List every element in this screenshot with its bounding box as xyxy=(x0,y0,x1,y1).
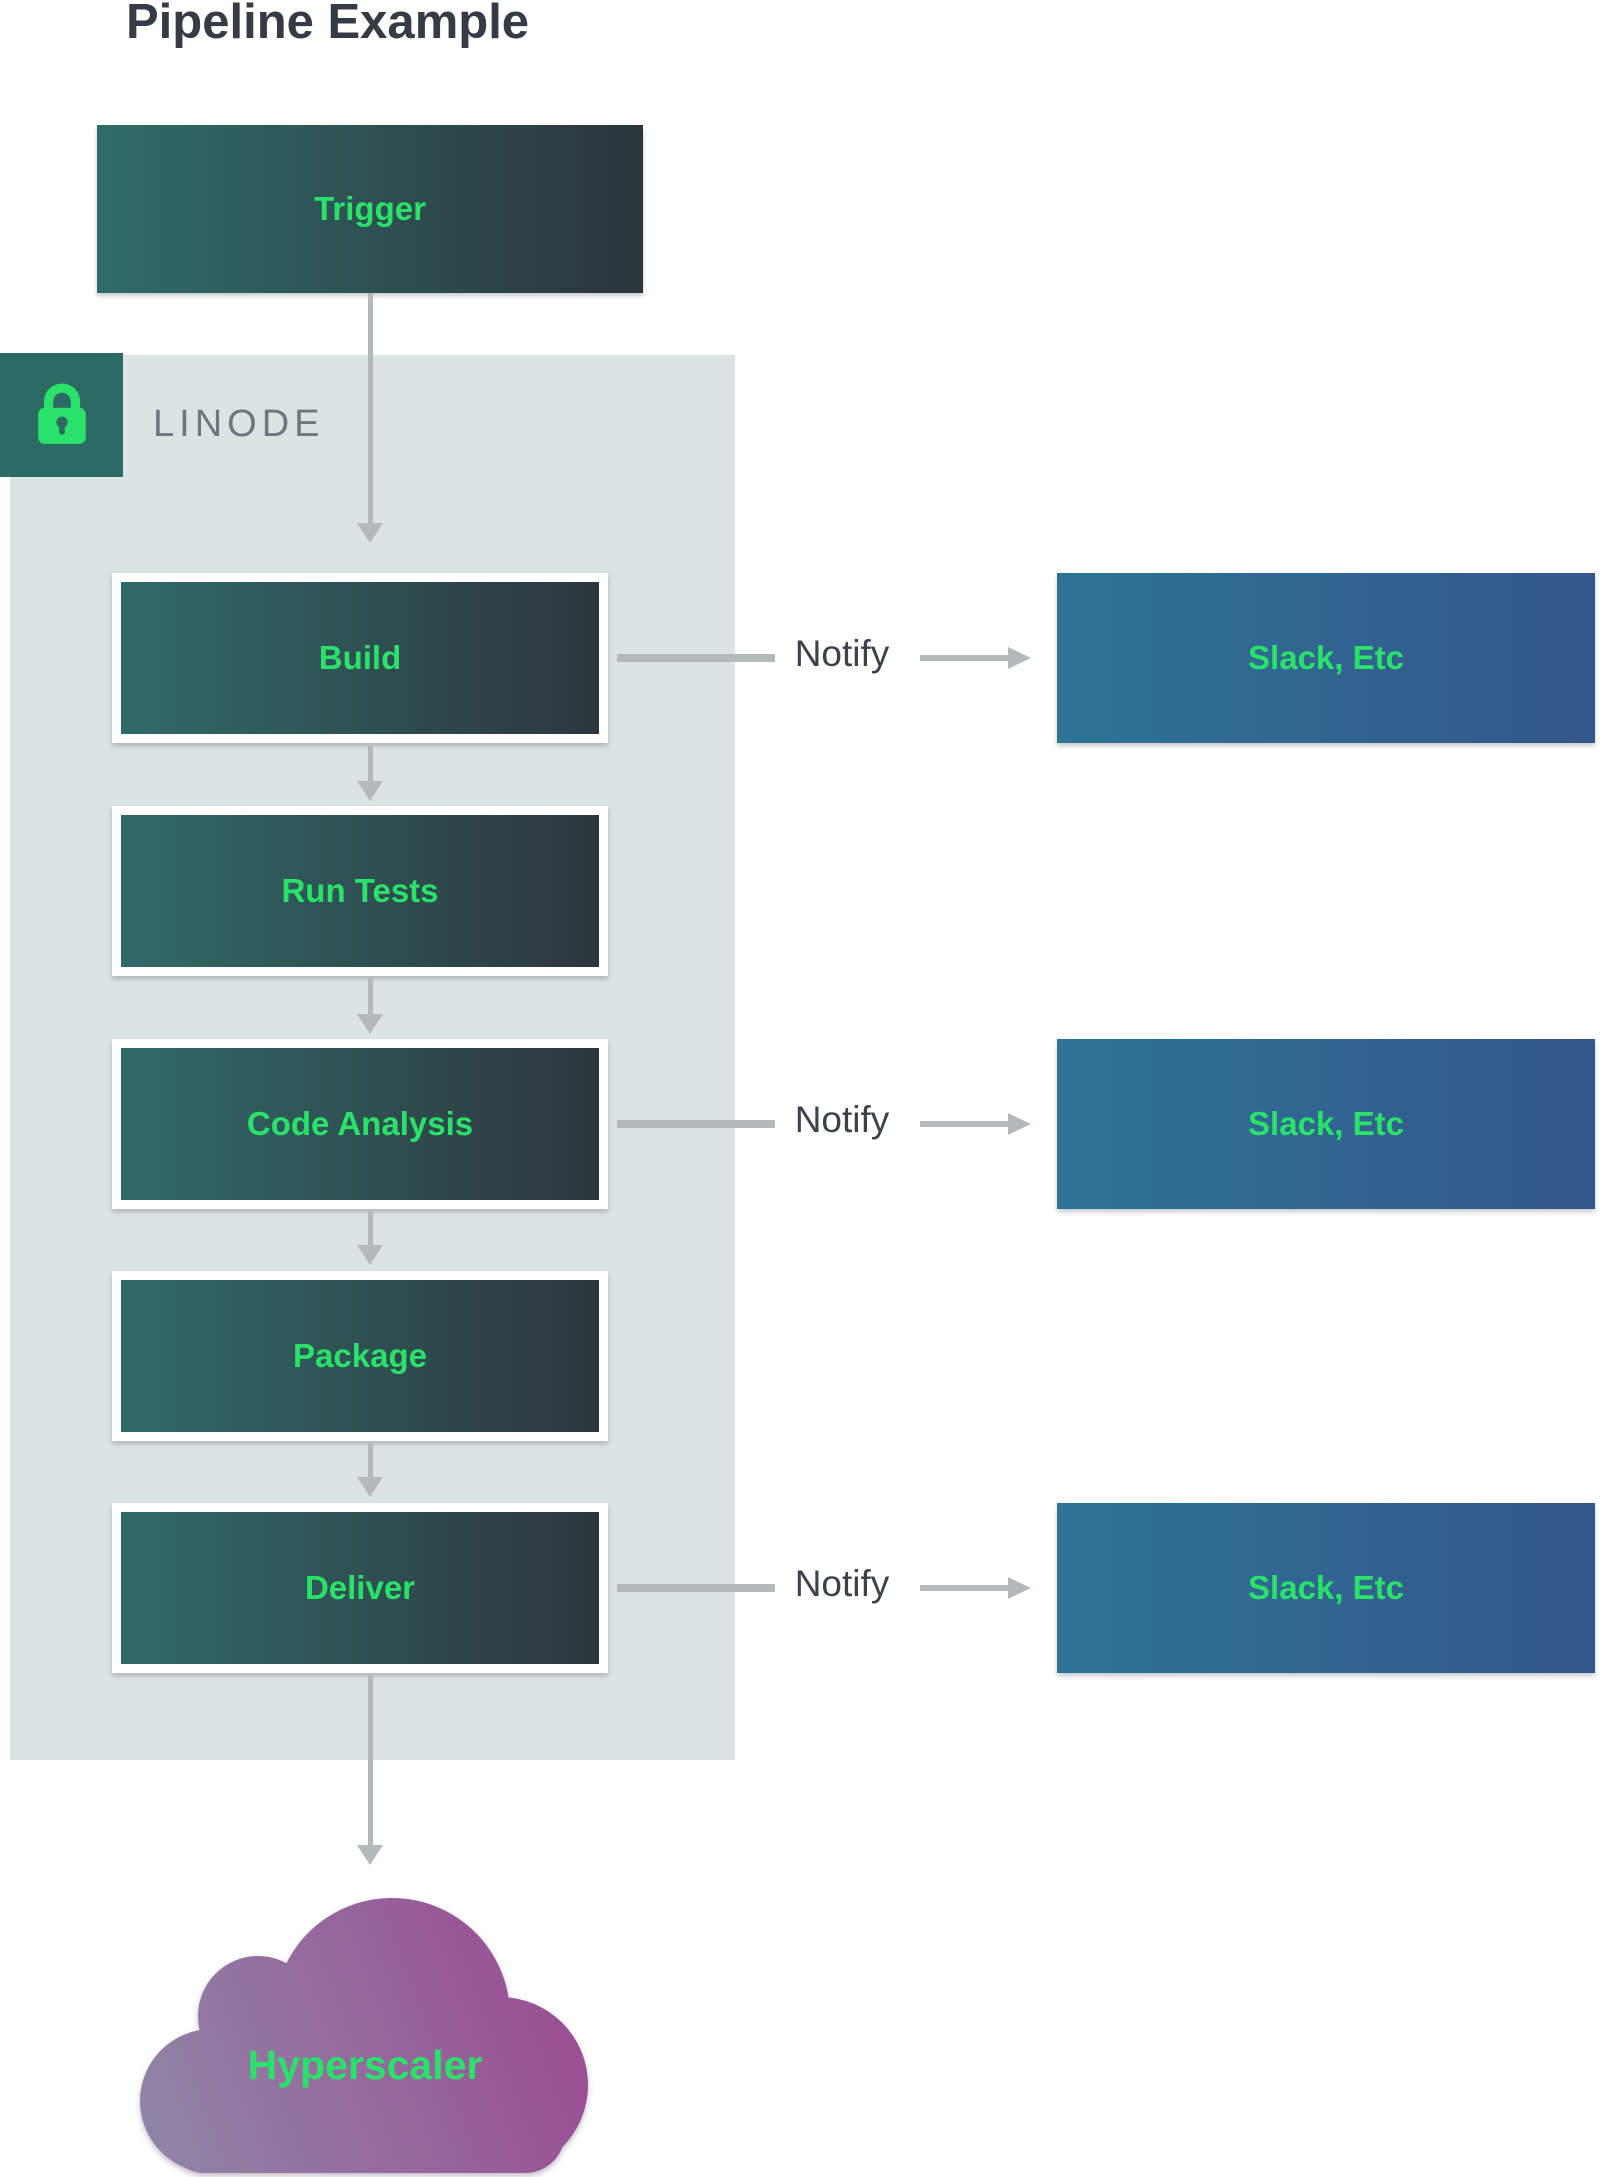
notify-target-label: Slack, Etc xyxy=(1248,1105,1404,1142)
trigger-label: Trigger xyxy=(314,190,426,227)
step-node-run-tests: Run Tests xyxy=(112,806,608,976)
notify-target-node: Slack, Etc xyxy=(1057,1503,1595,1673)
cloud-label: Hyperscaler xyxy=(247,2042,483,2088)
arrow-deliver-to-cloud-head xyxy=(357,1845,383,1865)
step-node-code-analysis: Code Analysis xyxy=(112,1039,608,1209)
notify-arrow-head xyxy=(1008,1113,1031,1135)
arrow-trigger-to-build-line xyxy=(368,293,373,525)
linode-container-label: LINODE xyxy=(153,403,325,445)
lock-icon xyxy=(37,383,86,444)
notify-connector-line xyxy=(617,1120,775,1128)
notify-label: Notify xyxy=(794,1563,890,1604)
step-node-package: Package xyxy=(112,1271,608,1441)
notify-target-node: Slack, Etc xyxy=(1057,1039,1595,1209)
arrow-trigger-to-build-head xyxy=(357,523,383,543)
trigger-node: Trigger xyxy=(97,125,643,293)
notify-arrow-head xyxy=(1008,1577,1031,1599)
notify-target-label: Slack, Etc xyxy=(1248,639,1404,676)
notify-target-node: Slack, Etc xyxy=(1057,573,1595,743)
notify-label: Notify xyxy=(794,633,890,674)
notify-arrow-line xyxy=(920,655,1008,661)
hyperscaler-cloud-node xyxy=(140,1898,590,2173)
lock-badge xyxy=(0,353,123,477)
arrow-build-to-runtests-line xyxy=(368,745,373,783)
step-label: Deliver xyxy=(304,1569,416,1606)
arrow-deliver-to-cloud-line xyxy=(368,1675,373,1847)
notify-label: Notify xyxy=(794,1099,890,1140)
notify-connector-line xyxy=(617,1584,775,1592)
notify-connector-line xyxy=(617,654,775,662)
notify-arrow-head xyxy=(1008,647,1031,669)
notify-target-label: Slack, Etc xyxy=(1248,1569,1404,1606)
arrow-runtests-to-codeanalysis-line xyxy=(368,978,373,1016)
step-label: Build xyxy=(318,639,402,676)
arrow-runtests-to-codeanalysis-head xyxy=(357,1014,383,1034)
step-node-deliver: Deliver xyxy=(112,1503,608,1673)
step-label: Code Analysis xyxy=(246,1105,474,1142)
step-label: Run Tests xyxy=(281,872,439,909)
arrow-build-to-runtests-head xyxy=(357,781,383,801)
arrow-package-to-deliver-head xyxy=(357,1477,383,1497)
arrow-codeanalysis-to-package-head xyxy=(357,1245,383,1265)
step-label: Package xyxy=(293,1337,427,1374)
arrow-codeanalysis-to-package-line xyxy=(368,1211,373,1247)
arrow-package-to-deliver-line xyxy=(368,1443,373,1479)
step-node-build: Build xyxy=(112,573,608,743)
notify-arrow-line xyxy=(920,1585,1008,1591)
notify-arrow-line xyxy=(920,1121,1008,1127)
page-title: Pipeline Example xyxy=(126,0,530,49)
cloud-icon xyxy=(140,1898,588,2173)
